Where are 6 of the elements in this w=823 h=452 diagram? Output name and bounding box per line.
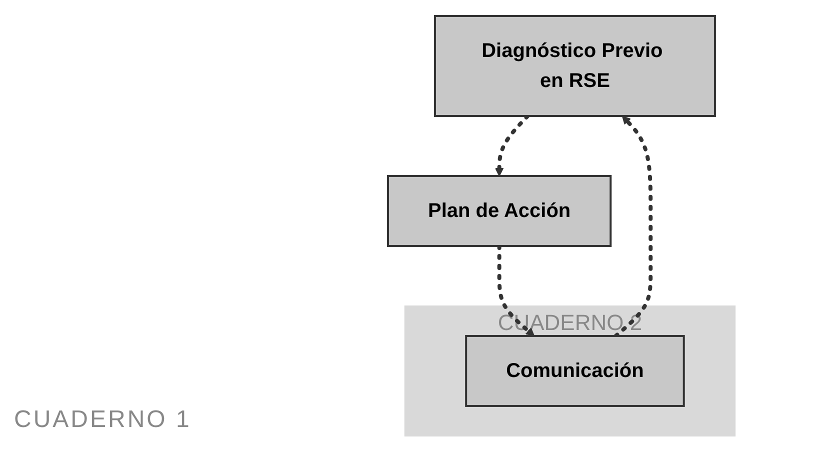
node-box: Plan de Acción	[386, 175, 612, 247]
section-label: CUADERNO 1	[14, 406, 192, 433]
node-box: Diagnóstico Previo en RSE	[434, 15, 716, 117]
arrow	[497, 244, 535, 336]
arrow	[494, 114, 530, 176]
node-box: Comunicación	[465, 335, 685, 407]
